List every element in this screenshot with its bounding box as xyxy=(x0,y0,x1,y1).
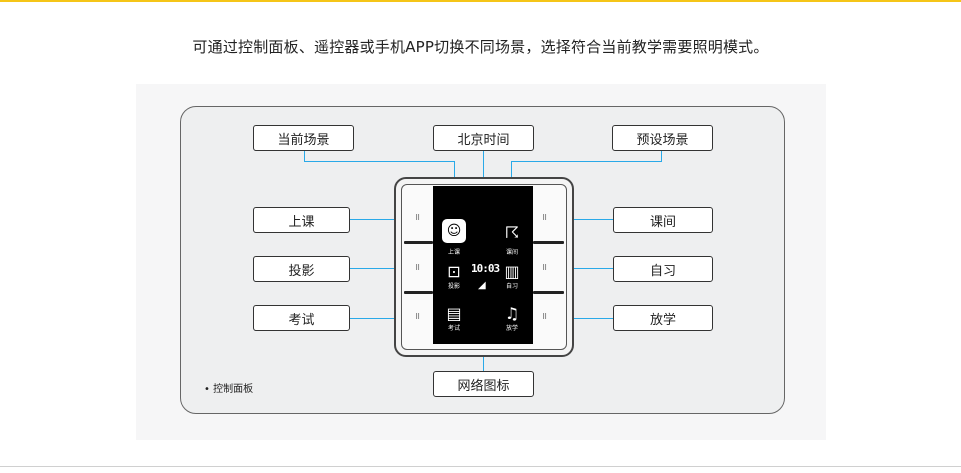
label-beijing-time: 北京时间 xyxy=(433,125,534,151)
screen-label-break: 课间 xyxy=(505,249,518,256)
label-network-icon: 网络图标 xyxy=(433,371,534,397)
label-self-study: 自习 xyxy=(613,256,713,282)
screen-label-class: 上课 xyxy=(447,249,460,256)
bell-icon: ♫ xyxy=(504,304,520,323)
screen-label-self-study: 自习 xyxy=(505,283,518,290)
exam-icon: ▤ xyxy=(446,304,462,323)
label-projection: 投影 xyxy=(253,256,350,282)
button-dots-icon[interactable]: ⠿ xyxy=(415,214,420,222)
screen-label-projection: 投影 xyxy=(447,283,460,290)
button-dots-icon[interactable]: ⠿ xyxy=(542,264,547,272)
legend-control-panel: • 控制面板 xyxy=(204,384,254,395)
button-dots-icon[interactable]: ⠿ xyxy=(542,313,547,321)
bottom-divider xyxy=(0,466,961,467)
top-accent-line xyxy=(0,0,961,2)
running-icon: ☈ xyxy=(504,223,520,242)
book-icon: ▥ xyxy=(504,262,520,281)
label-exam: 考试 xyxy=(253,305,350,331)
teacher-icon: ☺ xyxy=(442,219,466,243)
label-current-scene: 当前场景 xyxy=(253,125,354,151)
projector-icon: ⊡ xyxy=(447,262,461,281)
button-dots-icon[interactable]: ⠿ xyxy=(542,214,547,222)
device-screen xyxy=(433,186,533,344)
caption: 可通过控制面板、遥控器或手机APP切换不同场景，选择符合当前教学需要照明模式。 xyxy=(192,38,769,56)
screen-label-dismissal: 放学 xyxy=(505,325,518,332)
wifi-icon: ◢ xyxy=(478,280,486,291)
button-dots-icon[interactable]: ⠿ xyxy=(415,313,420,321)
label-preset-scene: 预设场景 xyxy=(612,125,713,151)
label-dismissal: 放学 xyxy=(613,305,713,331)
label-break: 课间 xyxy=(613,207,713,233)
clock-display: 10:03 xyxy=(471,262,500,275)
button-dots-icon[interactable]: ⠿ xyxy=(415,264,420,272)
screen-label-exam: 考试 xyxy=(447,325,460,332)
label-class: 上课 xyxy=(253,207,350,233)
